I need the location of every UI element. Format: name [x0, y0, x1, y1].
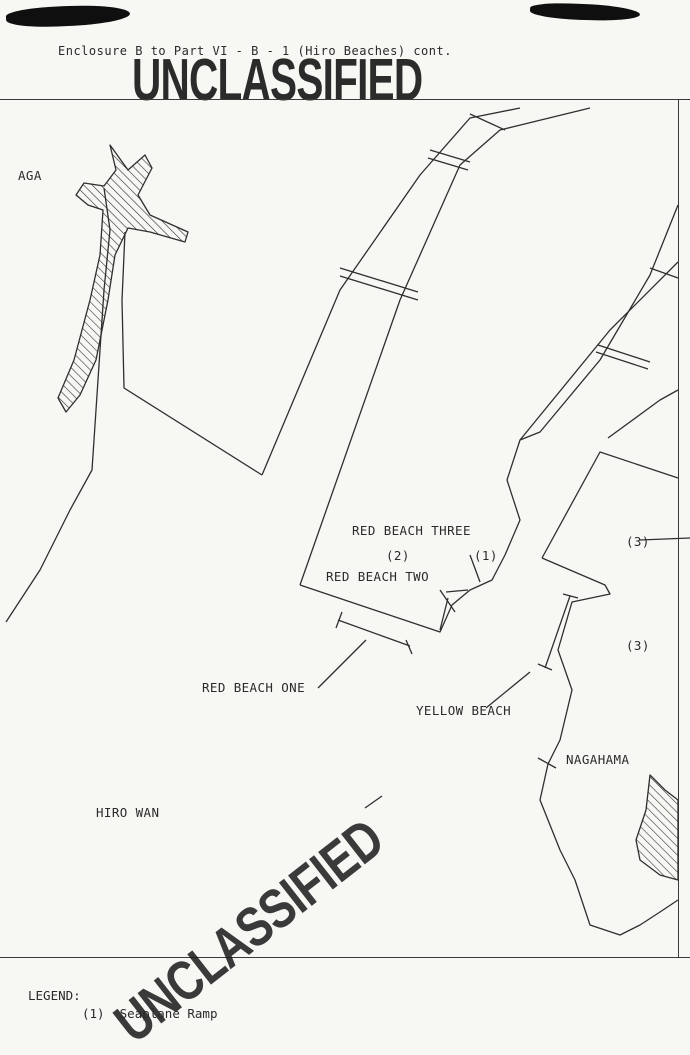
map-frame-top	[0, 99, 690, 100]
beach-label-red-two: RED BEACH TWO	[326, 569, 430, 584]
legend-item-number: (1)	[82, 1006, 105, 1021]
leader-marker-1	[469, 554, 481, 583]
breakwater-tick-2	[427, 149, 471, 171]
yellow-beach-shoreline	[539, 557, 679, 936]
legend-heading: LEGEND:	[28, 988, 81, 1003]
marker-3-upper: (3)	[626, 534, 650, 549]
unclassified-stamp-top: UNCLASSIFIED	[132, 47, 423, 114]
legend-item: (1) Seaplane Ramp	[82, 1006, 217, 1021]
pier-west-edge	[261, 107, 521, 476]
hiro-wan-stub	[364, 795, 383, 809]
enclosure-line: Enclosure B to Part VI - B - 1 (Hiro Bea…	[58, 44, 452, 58]
inner-harbor-edge	[541, 451, 679, 559]
breakwater-tick-1	[339, 267, 419, 301]
breakwater-tick-3	[469, 113, 506, 131]
red-beach-two-extent	[439, 589, 469, 631]
leader-yellow-beach	[485, 671, 531, 709]
breakwater-tick-5	[649, 267, 679, 279]
legend-item-label: Seaplane Ramp	[119, 1006, 218, 1021]
marker-2: (2)	[386, 548, 410, 563]
leader-red-beach-two	[439, 589, 456, 613]
yellow-beach-extent	[537, 593, 579, 671]
place-label-aga: AGA	[18, 168, 42, 183]
map-frame-bottom	[0, 957, 690, 958]
beach-label-yellow: YELLOW BEACH	[416, 703, 512, 718]
coastline-map	[5, 107, 690, 936]
marker-3-lower: (3)	[626, 638, 650, 653]
place-label-hiro-wan: HIRO WAN	[96, 805, 160, 820]
nagahama-hatched-land	[635, 774, 679, 881]
red-beach-shoreline	[299, 204, 679, 633]
leader-marker-3	[639, 537, 690, 541]
east-channel-inner	[607, 389, 679, 439]
beach-label-red-one: RED BEACH ONE	[202, 680, 306, 695]
breakwater-tick-4	[595, 344, 651, 370]
nagahama-tick	[537, 757, 557, 769]
red-beach-one-extent	[335, 611, 413, 655]
beach-label-red-three: RED BEACH THREE	[352, 523, 471, 538]
map-frame-right	[678, 100, 679, 957]
marker-1: (1)	[474, 548, 498, 563]
place-label-nagahama: NAGAHAMA	[566, 752, 630, 767]
east-channel	[519, 261, 679, 441]
pier-east-edge	[299, 107, 591, 586]
aga-shoreline	[5, 187, 111, 623]
aga-hatched-land	[57, 144, 189, 413]
leader-red-beach-one	[317, 639, 367, 689]
aga-inner-shore	[121, 231, 263, 476]
